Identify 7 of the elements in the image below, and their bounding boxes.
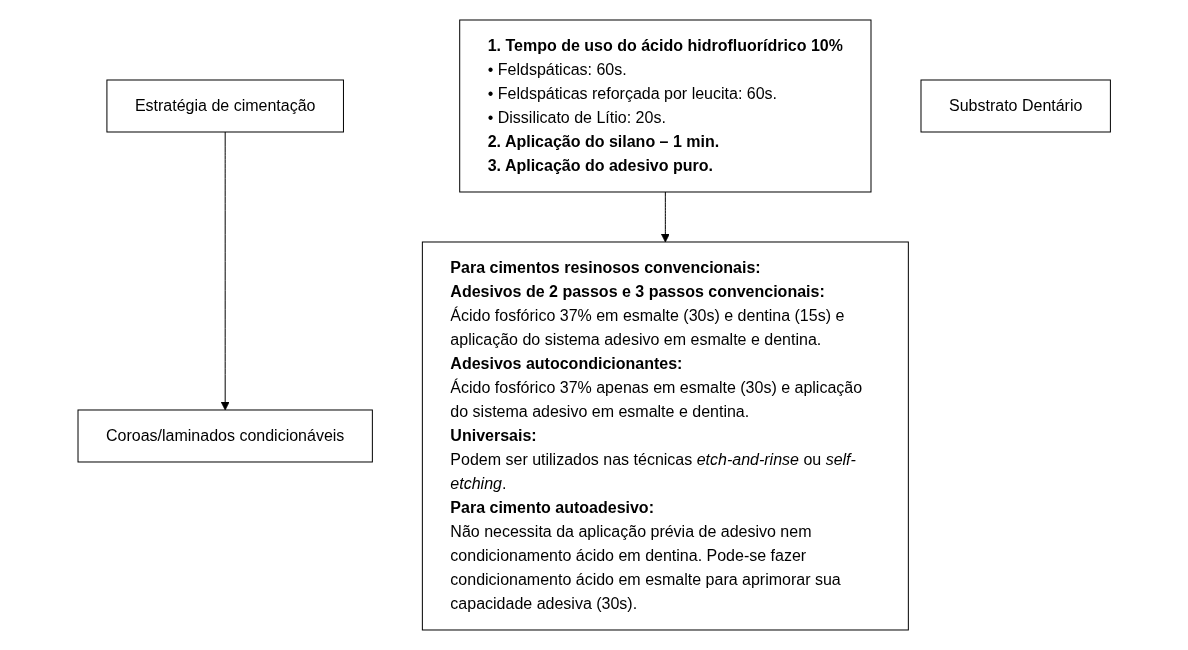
arrow — [660, 191, 670, 243]
node-box: Estratégia de cimentação — [106, 79, 344, 133]
arrow — [220, 131, 230, 411]
node-box: Substrato Dentário — [920, 79, 1111, 133]
node-box: Para cimentos resinosos convencionais: Adesivos de 2 passos e 3 passos convencionais: Ácido fosfórico 37% em esmalte (30s) e dentina (15s) e aplicação do sistema adesivo em esmalte e dentina. Adesivos autocondicionantes: Ácido fosfórico 37% apenas em esmalte (30s) e aplicação do sistema adesivo em esmalte e dentina. Universais: Podem ser utilizados nas técnicas etch-and-rinse ou self-etching. Para cimento autoadesivo: Não necessita da aplicação prévia de adesivo nem condicionamento ácido em dentina. Pode-se fazer condicionamento ácido em esmalte para aprimorar sua capacidade adesiva (30s). — [421, 241, 909, 631]
node-box: Coroas/laminados condicionáveis — [77, 409, 373, 463]
node-box: 1. Tempo de uso do ácido hidrofluorídrico 10% • Feldspáticas: 60s. • Feldspáticas reforçada por leucita: 60s. • Dissilicato de Lítio: 20s. 2. Aplicação do silano – 1 min. 3. Aplicação do adesivo puro. — [459, 19, 872, 193]
